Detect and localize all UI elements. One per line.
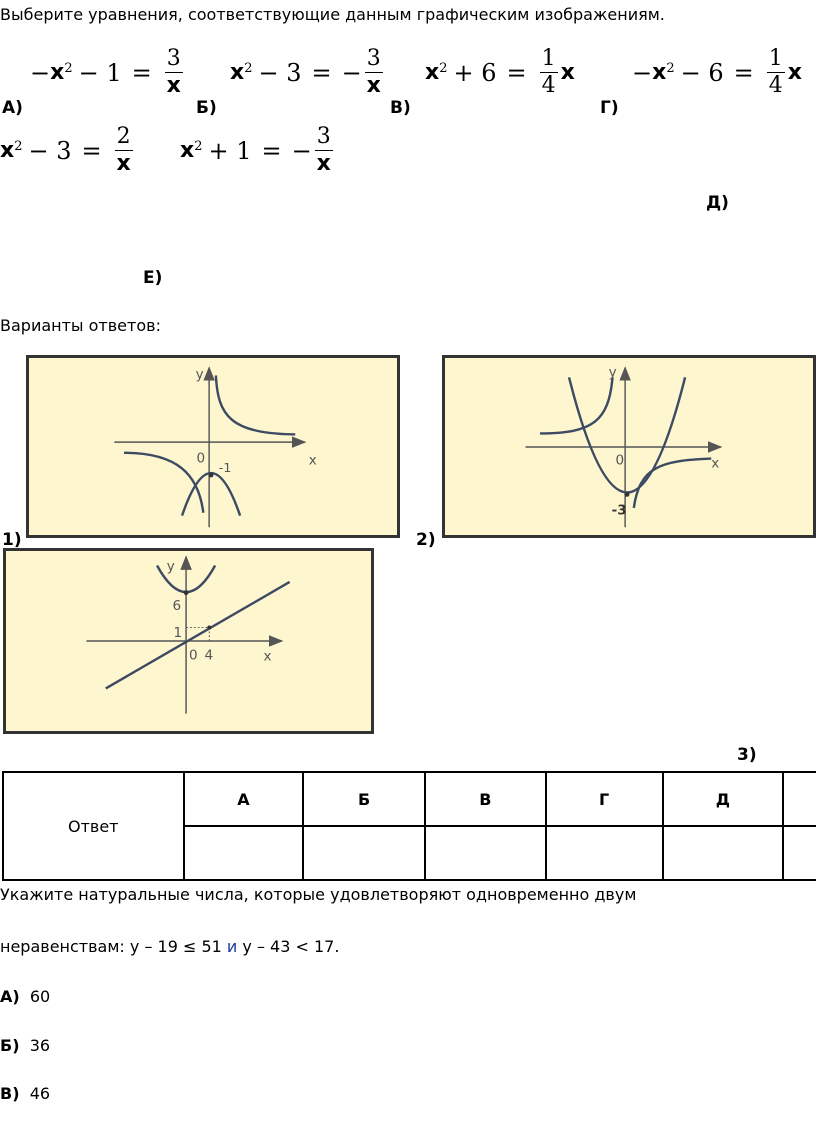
graph-3: x y 6 1 0 4	[3, 548, 374, 734]
graph-1: x y 0 -1	[26, 355, 400, 538]
answer-cell-g[interactable]	[544, 825, 664, 881]
answer-header-d: Д	[661, 771, 785, 827]
task2-line1: Укажите натуральные числа, которые удовл…	[0, 885, 637, 904]
graph-3-mark-4: 4	[204, 647, 213, 663]
graph-2-origin: 0	[615, 452, 624, 468]
answer-header-b: Б	[302, 771, 426, 827]
graph-3-y-label: y	[167, 558, 175, 574]
graph-1-label: 1)	[2, 530, 22, 550]
task1-prompt: Выберите уравнения, соответствующие данн…	[0, 5, 665, 24]
equation-a-label: А)	[2, 98, 23, 118]
task2-option-v[interactable]: В) 46	[0, 1084, 50, 1103]
equation-b-label: Б)	[196, 98, 217, 118]
task2-option-a-value: 60	[29, 987, 51, 1006]
task2-option-a[interactable]: А) 60	[0, 987, 50, 1006]
answer-cell-v[interactable]	[424, 825, 547, 881]
task2-option-b-value: 36	[29, 1036, 51, 1055]
graph-3-mark-6: 6	[173, 598, 182, 614]
graph-3-mark-1: 1	[174, 625, 183, 641]
task2-and: и	[226, 937, 238, 956]
answer-cell-b[interactable]	[302, 825, 426, 881]
task2-line2: неравенствам: у – 19 ≤ 51 и у – 43 < 17.	[0, 937, 339, 956]
answer-header-e	[782, 771, 816, 827]
equation-g-label: Г)	[600, 98, 619, 118]
equation-e-label: Е)	[143, 268, 163, 288]
graph-2-y-label: y	[609, 364, 617, 380]
task2-option-v-label: В)	[0, 1084, 20, 1103]
graph-2: x y 0 -3	[442, 355, 816, 538]
answer-header-a: А	[182, 771, 305, 827]
graph-1-origin: 0	[197, 450, 206, 466]
answer-cell-d[interactable]	[661, 825, 785, 881]
graph-1-x-label: x	[309, 452, 317, 468]
graph-3-x-label: x	[264, 648, 272, 664]
graph-3-origin: 0	[189, 647, 198, 663]
graph-2-mark: -3	[612, 503, 627, 519]
task2-line2-pre: неравенствам: у – 19 ≤ 51	[0, 937, 227, 956]
answer-cell-e[interactable]	[782, 825, 816, 881]
graph-3-label: 3)	[737, 745, 757, 765]
task2-option-v-value: 46	[29, 1084, 51, 1103]
task2-option-a-label: А)	[0, 987, 20, 1006]
options-title: Варианты ответов:	[0, 316, 161, 335]
task2-option-b[interactable]: Б) 36	[0, 1036, 50, 1055]
graph-1-mark: -1	[219, 460, 232, 475]
answer-table: Ответ А Б В Г Д	[2, 771, 816, 881]
answer-cell-a[interactable]	[182, 825, 305, 881]
answer-header-g: Г	[544, 771, 664, 827]
graph-2-x-label: x	[711, 455, 719, 471]
equation-v-label: В)	[390, 98, 411, 118]
task2-option-b-label: Б)	[0, 1036, 20, 1055]
graph-2-label: 2)	[416, 530, 436, 550]
task2-line2-post: у – 43 < 17.	[237, 937, 340, 956]
equation-d-label: Д)	[706, 193, 729, 213]
answer-row-label: Ответ	[2, 771, 185, 881]
answer-header-v: В	[424, 771, 547, 827]
graph-1-y-label: y	[196, 366, 204, 382]
